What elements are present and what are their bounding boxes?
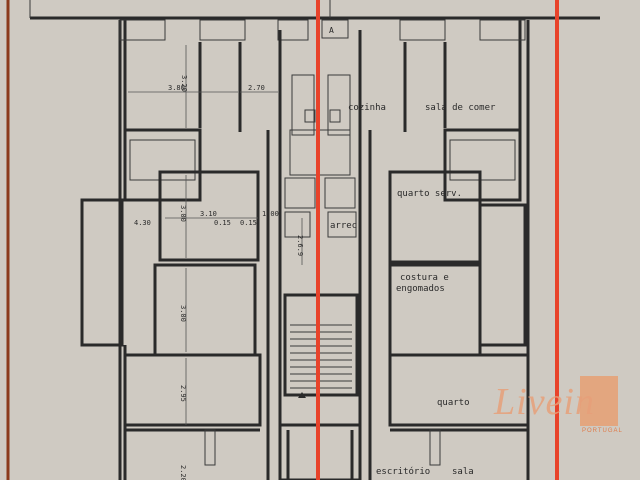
room-label-engomados: engomados (396, 284, 445, 294)
dim-label-6: 1.00 (262, 210, 279, 218)
section-marker-a: A (329, 26, 334, 35)
room-labels: cozinha sala de comer quarto serv. arrec… (329, 26, 496, 477)
stair-arrow-icon (298, 392, 306, 398)
dim-label-12: 0.15 (214, 219, 231, 227)
dim-label-7: 3.00 (179, 305, 187, 322)
dim-label-9: 0.15 (240, 219, 257, 227)
room-label-quarto: quarto (437, 398, 470, 408)
left-unit-walls (80, 19, 309, 480)
dim-label-1: 3.80 (168, 84, 185, 92)
dimension-labels: 3.80 3.20 2.70 3.00 3.10 1.00 3.00 2.95 … (134, 75, 304, 480)
dim-label-3: 2.70 (248, 84, 265, 92)
room-label-quarto-serv: quarto serv. (397, 189, 462, 199)
watermark-logo: Livein PORTUGAL (494, 376, 622, 436)
watermark-box (580, 376, 618, 426)
dim-label-5: 3.10 (200, 210, 217, 218)
room-label-escritorio: escritório (376, 466, 430, 477)
watermark-text: Livein (494, 381, 595, 423)
stair-treads (290, 324, 352, 389)
room-label-costura: costura e (400, 273, 449, 283)
dim-label-11: 4.30 (134, 219, 151, 227)
right-unit-walls (388, 19, 530, 480)
dim-label-10: 2.20 (179, 465, 187, 480)
dim-label-2: 3.20 (180, 75, 188, 92)
dim-label-13: 2.6.9 (296, 235, 304, 256)
watermark-subtext: PORTUGAL (582, 428, 623, 434)
room-label-sala-de-comer: sala de comer (425, 103, 496, 113)
dim-label-8: 2.95 (179, 385, 187, 402)
dimension-lines (128, 45, 303, 425)
room-label-cozinha: cozinha (348, 103, 386, 113)
central-core (266, 19, 372, 480)
room-label-sala: sala (452, 467, 474, 477)
dim-label-4: 3.00 (179, 205, 187, 222)
top-walls (29, 0, 600, 20)
room-label-arrec: arrec. (330, 221, 363, 231)
